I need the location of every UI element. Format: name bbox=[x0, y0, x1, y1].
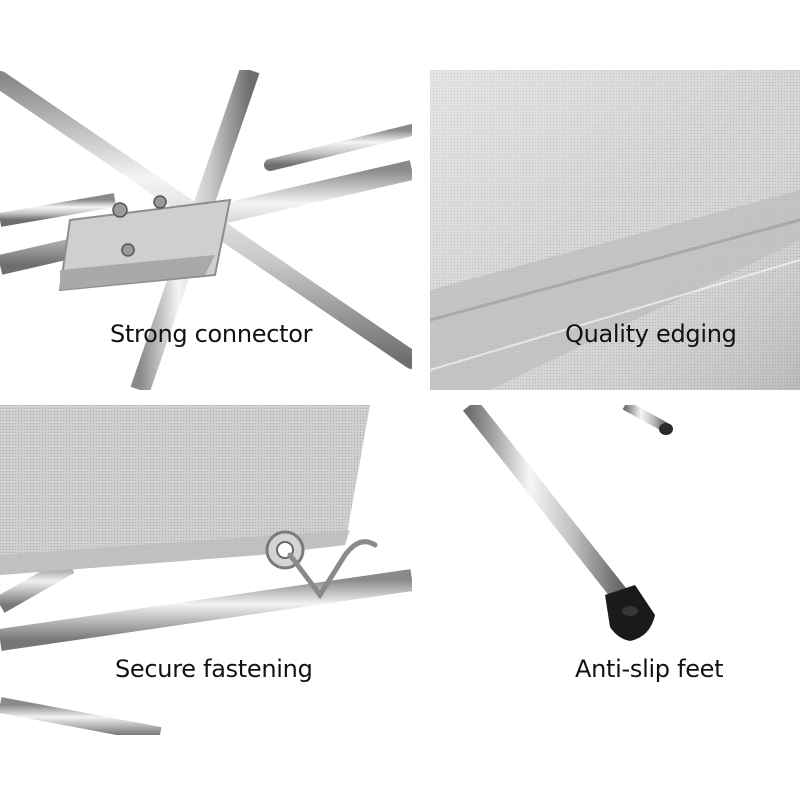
hem-band bbox=[430, 190, 800, 390]
panel-anti-slip-feet: Anti-slip feet bbox=[430, 405, 800, 735]
caption-secure-fastening: Secure fastening bbox=[115, 655, 313, 683]
rod bbox=[0, 557, 75, 613]
leg-rod bbox=[622, 405, 668, 432]
caption-anti-slip-feet: Anti-slip feet bbox=[575, 655, 724, 683]
rod bbox=[0, 569, 412, 651]
fastening-hook bbox=[287, 539, 378, 600]
rod bbox=[0, 193, 117, 227]
connector-photo bbox=[0, 70, 412, 390]
leg-rod bbox=[462, 405, 628, 601]
rubber-foot bbox=[659, 423, 673, 435]
panel-strong-connector: Strong connector bbox=[0, 70, 412, 390]
rod bbox=[264, 124, 412, 171]
hem-band bbox=[0, 530, 350, 575]
anti-slip-feet-photo bbox=[462, 405, 673, 641]
connector-bracket-shade bbox=[60, 255, 215, 290]
bolt bbox=[153, 195, 167, 209]
panel-quality-edging: Quality edging bbox=[430, 70, 800, 390]
bolt bbox=[112, 202, 128, 218]
fastening-photo bbox=[0, 405, 412, 735]
rod bbox=[0, 697, 162, 735]
bolt bbox=[121, 243, 135, 257]
caption-quality-edging: Quality edging bbox=[565, 320, 737, 348]
caption-strong-connector: Strong connector bbox=[110, 320, 313, 348]
panel-secure-fastening: Secure fastening bbox=[0, 405, 412, 735]
mesh-edging-photo bbox=[430, 70, 800, 390]
